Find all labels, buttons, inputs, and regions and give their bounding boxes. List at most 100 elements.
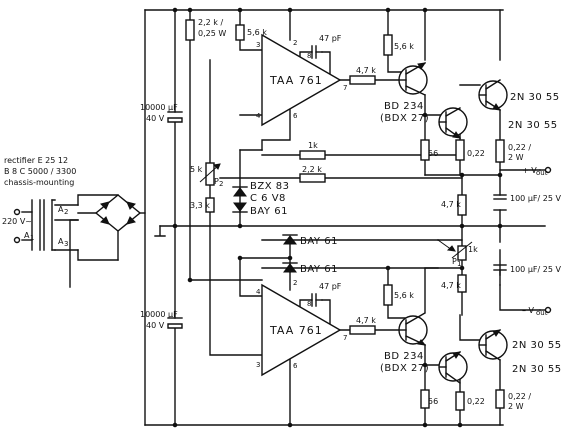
mains-terminal-1 — [13, 208, 21, 216]
transistor-2n3055-top-b — [438, 107, 468, 139]
pot-p1-sub: 1 — [457, 260, 461, 268]
pin7-top: 7 — [343, 84, 347, 92]
pin3-top: 3 — [256, 41, 260, 49]
transistor-bd234-top — [398, 62, 428, 96]
resistor-022-bottom — [455, 391, 465, 411]
cap-bottom-v-label: 40 V — [146, 321, 165, 330]
capacitor-10000uF-top — [167, 111, 183, 123]
r-3k3-label: 3,3 k — [190, 201, 210, 210]
r-4k7-right-bottom-label: 4,7 k — [441, 281, 461, 290]
rectifier-model-label: B 8 C 5000 / 3300 — [4, 167, 76, 176]
op-amp-bottom — [261, 283, 342, 377]
pot-p2-sub: 2 — [219, 180, 223, 188]
pot-5k-label: 5 k — [190, 165, 203, 174]
q-2n3055-top-b-label: 2N 30 55 — [508, 120, 558, 131]
pin3-bottom: 3 — [256, 361, 260, 369]
junction-dots — [172, 7, 503, 428]
resistor-1k-feedback — [299, 150, 326, 160]
resistor-2k2 — [185, 19, 195, 41]
zener-label: BZX 83 — [250, 181, 289, 192]
pin2-top: 2 — [293, 39, 297, 47]
op-bottom-label: TAA 761 — [269, 324, 323, 337]
r-5k6-top-right-label: 5,6 k — [394, 42, 414, 51]
r-4k7-bottom-label: 4,7 k — [356, 316, 376, 325]
zener-v-label: C 6 V8 — [250, 193, 286, 204]
transistor-2n3055-top-a — [478, 79, 508, 111]
mains-terminal-2 — [13, 236, 21, 244]
r-022w-bottom-w-label: 2 W — [508, 402, 524, 411]
rectifier-title-label: rectifier E 25 12 — [4, 156, 68, 165]
bay61-a-label: BAY 61 — [250, 206, 288, 217]
capacitor-47pF-bottom — [311, 293, 323, 307]
potentiometer-5k — [199, 162, 221, 186]
vout-negative-terminal — [544, 306, 552, 314]
r-1k-label: 1k — [308, 141, 318, 150]
capacitor-100uF-bottom — [493, 264, 507, 286]
r-2k2-label: 2,2 k / — [198, 18, 223, 27]
q-2n3055-bottom-a-label: 2N 30 55 — [512, 340, 562, 351]
resistor-5k6-bottom-right — [383, 284, 393, 306]
diode-bay61-middle — [282, 234, 298, 245]
c-47pf-bottom-label: 47 pF — [319, 282, 342, 291]
pin7-bottom: 7 — [343, 334, 347, 342]
c-100uf-bottom-label: 100 µF/ 25 V — [510, 265, 561, 274]
bd234-bottom-label: BD 234 — [384, 351, 424, 362]
r-022-bottom-label: 0,22 — [467, 397, 485, 406]
resistor-2k2-feedback — [299, 173, 326, 183]
r-2k2-w-label: 0,25 W — [198, 29, 226, 38]
transistor-2n3055-bottom-b — [438, 351, 468, 384]
mains-voltage-label: 220 V~ — [2, 217, 32, 226]
pot-p1-label: P — [452, 257, 457, 266]
bd234-top-label: BD 234 — [384, 101, 424, 112]
r-2k2-fb-label: 2,2 k — [302, 165, 322, 174]
capacitor-100uF-top — [493, 194, 507, 211]
bdx27-bottom-label: (BDX 27) — [380, 363, 429, 374]
c-100uf-top-label: 100 µF/ 25 V — [510, 194, 561, 203]
vout-positive-sub: out — [536, 169, 548, 177]
diode-bay61-lower — [282, 262, 298, 273]
transistor-2n3055-bottom-a — [478, 329, 508, 361]
transistor-bd234-bottom — [398, 312, 428, 346]
resistor-4k7-right-top — [457, 194, 467, 216]
r-022-top-label: 0,22 — [467, 149, 485, 158]
r-022w-bottom-label: 0,22 / — [508, 392, 531, 401]
labels: rectifier E 25 12 B 8 C 5000 / 3300 chas… — [2, 18, 562, 411]
bdx27-top-label: (BDX 27) — [380, 113, 429, 124]
diode-bay61-upper — [232, 202, 248, 213]
resistor-5k6-top-right — [383, 34, 393, 56]
q-2n3055-top-a-label: 2N 30 55 — [510, 92, 560, 103]
bay61-c-label: BAY 61 — [300, 264, 338, 275]
cap-bottom-label: 10000 µF — [140, 310, 178, 319]
pin8-top: 8 — [307, 52, 311, 60]
r-5k6-top-label: 5,6 k — [247, 28, 267, 37]
a2-label: A — [58, 205, 64, 214]
vout-negative-label: – V — [522, 306, 535, 315]
r-4k7-right-top-label: 4,7 k — [441, 200, 461, 209]
pin8-bottom: 8 — [307, 300, 311, 308]
op-amp-top — [261, 33, 342, 127]
cap-top-v-label: 40 V — [146, 114, 165, 123]
r-56-top-label: 56 — [428, 149, 438, 158]
bridge-rectifier — [77, 194, 142, 261]
vout-positive-label: + V — [522, 166, 537, 175]
pin6-bottom: 6 — [293, 362, 298, 370]
pin6-top: 6 — [293, 112, 298, 120]
resistor-5k6-top — [235, 24, 245, 41]
r-022w-top-label: 0,22 / — [508, 143, 531, 152]
r-5k6-bottom-right-label: 5,6 k — [394, 291, 414, 300]
pot-p2-label: P — [214, 177, 219, 186]
vout-negative-sub: out — [536, 309, 548, 317]
resistor-022-2w-bottom — [495, 389, 505, 409]
resistor-022-2w-top — [495, 139, 505, 163]
pin2-bottom: 2 — [293, 279, 297, 287]
cap-top-label: 10000 µF — [140, 103, 178, 112]
vout-positive-terminal — [544, 166, 552, 174]
resistor-022-top — [455, 139, 465, 161]
a1-sub-label: 1 — [30, 234, 34, 242]
pin4-bottom: 4 — [256, 288, 261, 296]
a1-label: A — [24, 231, 30, 240]
resistor-4k7-bottom — [349, 325, 376, 335]
zener-diode-bzx83 — [232, 186, 248, 197]
